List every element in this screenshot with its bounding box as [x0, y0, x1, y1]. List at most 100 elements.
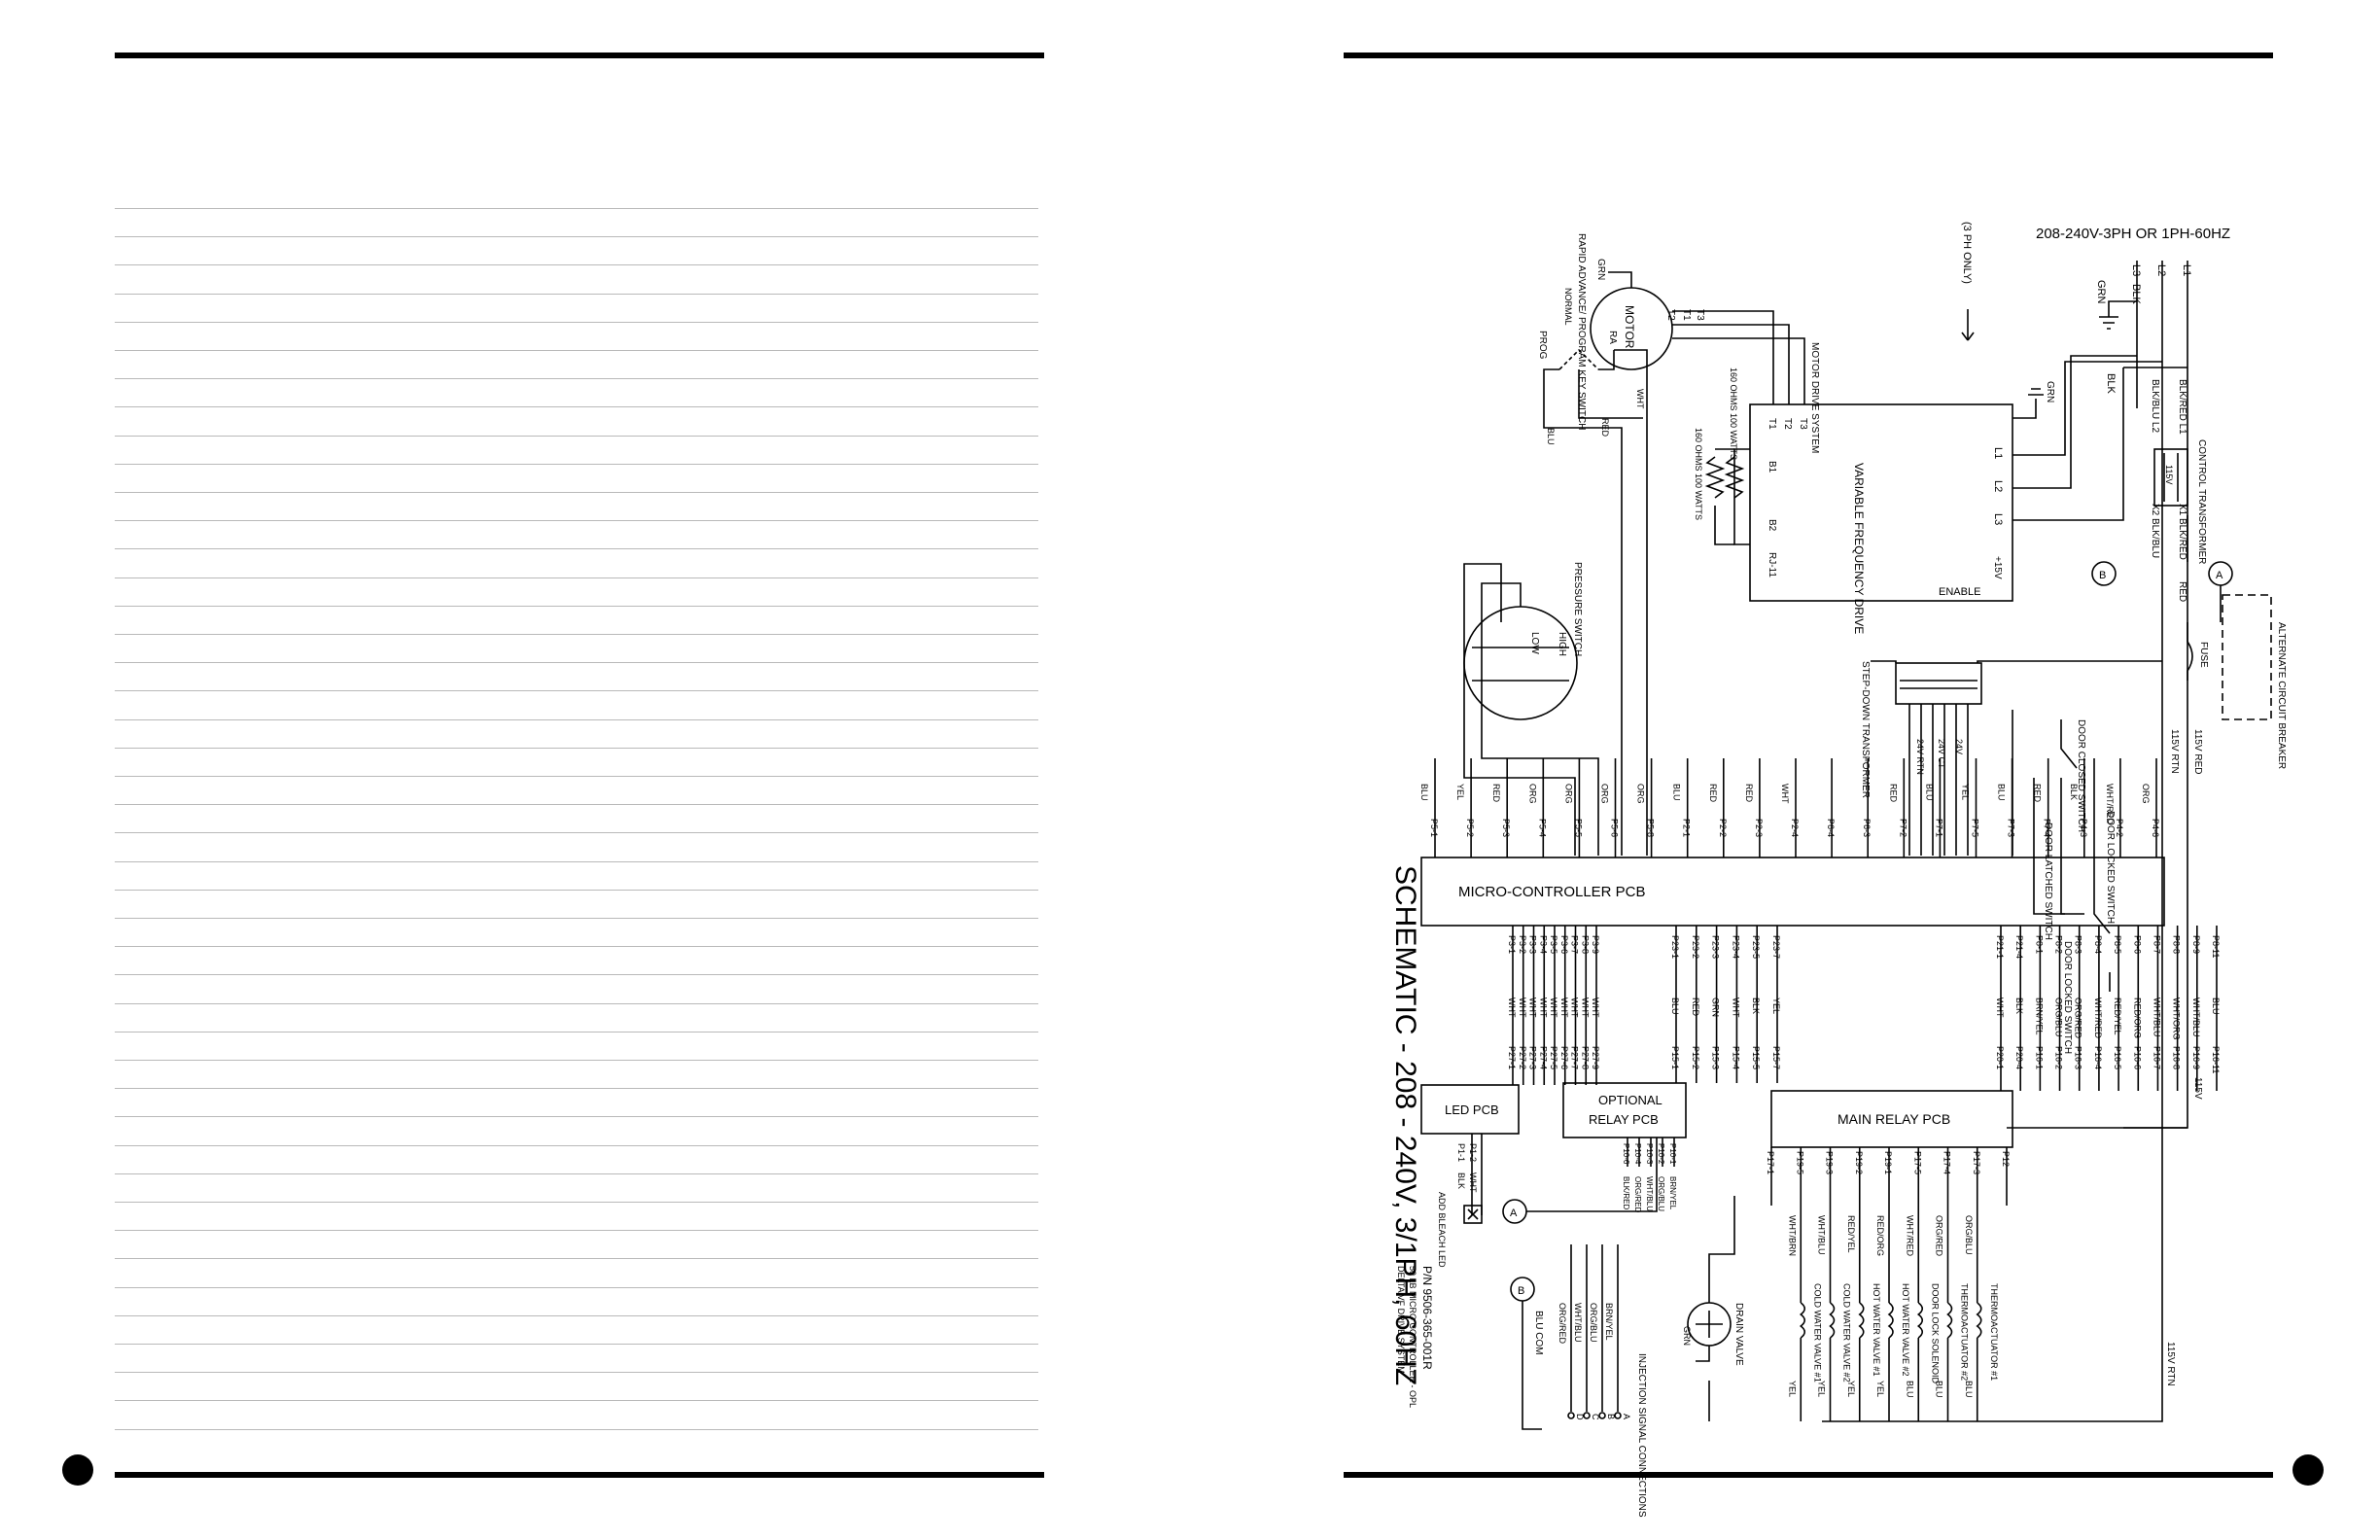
injection-terminal: [1614, 1412, 1622, 1419]
upper-pin-label: P2-4: [1790, 819, 1800, 837]
control-transformer: [2153, 448, 2188, 507]
injection-wire-label: ORG/BLU: [1589, 1303, 1598, 1343]
upper-pin-label: P5-2: [1465, 819, 1475, 837]
relay-output-label: P17-1: [1766, 1151, 1775, 1174]
x2-label: X2 BLK/BLU: [2150, 504, 2160, 558]
key-prog: PROG: [1537, 331, 1548, 360]
led-wire-label: WHT: [1559, 998, 1569, 1018]
wiring-schematic: 208-240V-3PH OR 1PH-60HZ (3 PH ONLY) L1 …: [1389, 222, 2287, 1518]
main-relay-wire-label: BRN/YEL: [2034, 998, 2044, 1035]
stepdown-label: STEP-DOWN TRANSFORMER: [1860, 661, 1871, 798]
notes-line: [115, 718, 1038, 720]
vfd-t1: T1: [1767, 418, 1777, 430]
led-wire-label: WHT: [1538, 998, 1548, 1018]
notes-line: [115, 1286, 1038, 1288]
main-relay-pin: P8-2: [2054, 935, 2064, 954]
upper-pin-label: P5-1: [1429, 819, 1439, 837]
notes-line: [115, 492, 1038, 493]
relay-output-label: P17-5: [1912, 1151, 1922, 1174]
notes-line: [115, 1144, 1038, 1146]
relay-output-label: P17-3: [1972, 1151, 1981, 1174]
led-wire-label: WHT: [1507, 998, 1517, 1018]
upper-pin-label: P7-3: [2007, 819, 2016, 837]
relay-output-label: P17-4: [1942, 1151, 1952, 1174]
notes-line: [115, 1344, 1038, 1345]
led-to: P27-2: [1518, 1046, 1527, 1069]
notes-line: [115, 548, 1038, 550]
load-coil: [1887, 1302, 1894, 1339]
optional-relay-to: P15-5: [1751, 1046, 1761, 1069]
load-coil: [1858, 1302, 1865, 1339]
relay-output-label: P19-5: [1795, 1151, 1804, 1174]
door-locked-2-label: DOOR LOCKED SWITCH: [2062, 941, 2073, 1054]
notes-line: [115, 264, 1038, 266]
upper-pin-label: P5-6: [1610, 819, 1620, 837]
notes-line: [115, 1116, 1038, 1118]
bottom-rule: [1344, 1472, 2273, 1478]
notes-line: [115, 776, 1038, 777]
load-label: HOT WATER VALVE #1: [1872, 1283, 1881, 1377]
upper-pin-wire-label: RED: [1708, 784, 1718, 803]
notes-line: [115, 463, 1038, 465]
main-relay-to: P16-3: [2074, 1046, 2083, 1069]
load-coil: [1946, 1302, 1953, 1339]
main-relay-wire-label: WHT/BLU: [2191, 998, 2201, 1037]
injection-letter: D: [1575, 1414, 1585, 1420]
opt-out-pin: P10-4: [1633, 1143, 1642, 1165]
upper-pin-label: P5-8: [1646, 819, 1656, 837]
bleach-wire-2: WHT: [1468, 1172, 1478, 1193]
main-relay-pin: P8-6: [2132, 935, 2142, 954]
step-24v: 24V: [1954, 739, 1964, 754]
notes-line: [115, 889, 1038, 891]
supply-label: 208-240V-3PH OR 1PH-60HZ: [2036, 226, 2230, 242]
three-ph-only-label: (3 PH ONLY): [1961, 222, 1973, 284]
motor-drive-label: MOTOR DRIVE SYSTEM: [1809, 342, 1820, 453]
led-pin: P3-4: [1538, 935, 1548, 954]
notes-line: [115, 974, 1038, 976]
main-relay-to: P16-6: [2132, 1046, 2142, 1069]
notes-line: [115, 293, 1038, 295]
load-label: THERMOACTUATOR #1: [1989, 1283, 1999, 1381]
optional-relay-pin: P23-3: [1711, 935, 1721, 959]
upper-pin-label: P7-2: [1898, 819, 1908, 837]
optional-relay-pin: P23-1: [1670, 935, 1680, 959]
vfd-rj11: RJ-11: [1767, 552, 1777, 578]
main-relay-pin: P8-11: [2211, 935, 2221, 958]
injection-terminal: [1583, 1412, 1591, 1419]
led-pin: P3-9: [1591, 935, 1600, 954]
load-label: COLD WATER VALVE #1: [1812, 1283, 1822, 1382]
notes-line: [115, 435, 1038, 437]
line-l3-label: L3: [2130, 264, 2142, 276]
optional-relay-to: P15-2: [1691, 1046, 1700, 1069]
main-relay-to: P20-1: [1995, 1046, 2005, 1069]
upper-pin-wire-label: ORG: [1563, 784, 1573, 804]
load-return-label: BLU: [1964, 1381, 1974, 1398]
drain-valve-label: DRAIN VALVE: [1733, 1303, 1744, 1366]
main-relay-wire-label: RED/ORG: [2132, 998, 2142, 1038]
notes-line: [115, 1088, 1038, 1090]
load-return-label: BLU: [1905, 1381, 1914, 1398]
line-l1-label: L1: [2181, 264, 2192, 276]
main-relay-wire-label: RED/YEL: [2113, 998, 2122, 1035]
opt-out-pin: P10-2: [1657, 1143, 1665, 1165]
ctrl-115v-label: 115V: [2164, 465, 2174, 484]
key-wht: WHT: [1635, 389, 1645, 409]
main-relay-pcb: [1770, 1090, 2013, 1148]
upper-pin-wire-label: RED: [1744, 784, 1754, 803]
optional-relay-pin: P23-2: [1691, 935, 1700, 959]
relay-output-label: P19-3: [1825, 1151, 1835, 1174]
right-page: 208-240V-3PH OR 1PH-60HZ (3 PH ONLY) L1 …: [1190, 0, 2380, 1540]
load-coil: [1916, 1302, 1924, 1339]
load-return-label: YEL: [1787, 1381, 1797, 1397]
micro-controller-label: MICRO-CONTROLLER PCB: [1458, 884, 1646, 900]
relay-output-label: P19-2: [1854, 1151, 1864, 1174]
node-a-lower-label: A: [1510, 1208, 1518, 1219]
led-to: P27-5: [1549, 1046, 1558, 1069]
bleach-led: [1463, 1205, 1483, 1224]
optional-relay-to: P15-4: [1731, 1046, 1740, 1069]
key-normal: NORMAL: [1563, 288, 1573, 326]
main-relay-wire-label: BLU: [2211, 998, 2221, 1015]
upper-pin-wire-label: RED: [1888, 784, 1898, 803]
load-coil: [1829, 1302, 1836, 1339]
load-return-label: YEL: [1846, 1381, 1856, 1397]
